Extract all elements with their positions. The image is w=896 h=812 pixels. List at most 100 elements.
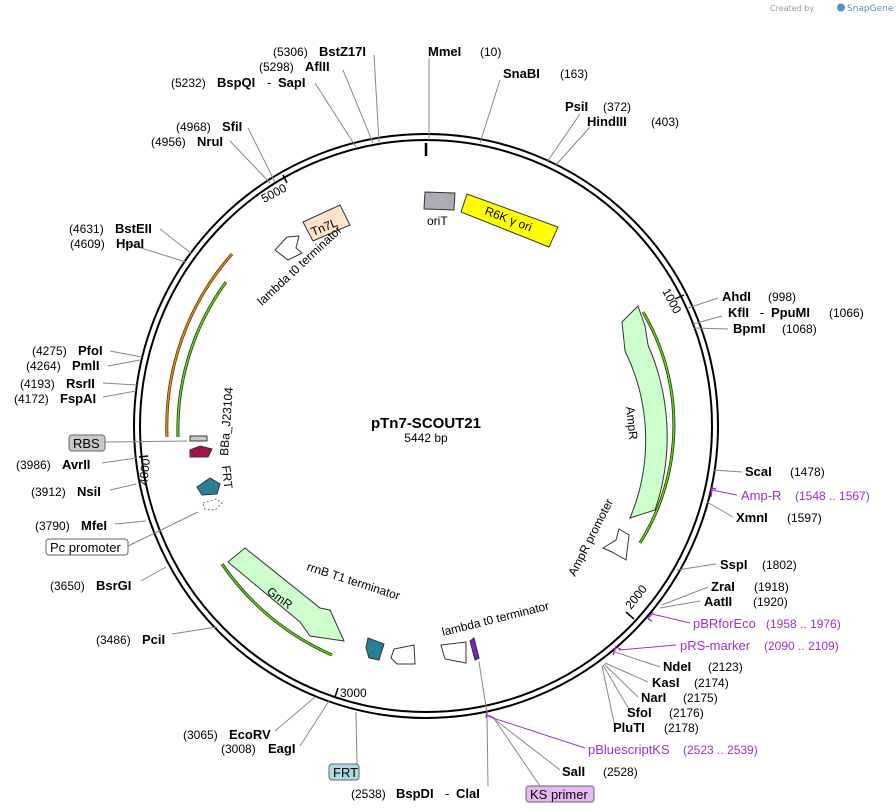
site-bspqi-sapi[interactable]: (5232) BspQI - SapI — [171, 75, 305, 90]
primer-prs-mark — [612, 645, 623, 656]
site-kasi[interactable]: KasI (2174) — [652, 675, 729, 690]
leader-primer-ampr — [711, 489, 738, 496]
leader-kasi — [604, 662, 649, 683]
site-ahdi[interactable]: AhdI (998) — [722, 289, 796, 304]
bluescript-feature-mark — [469, 637, 480, 661]
site-position: (1597) — [787, 511, 822, 525]
pc-promoter-shape — [202, 498, 223, 511]
site-separator: - — [445, 786, 449, 801]
bba-shape — [189, 435, 208, 442]
site-nsii[interactable]: (3912) NsiI — [31, 484, 101, 499]
feature-r6k-ori[interactable]: R6K γ ori — [460, 193, 559, 248]
site-pmli[interactable]: (4264) PmlI — [26, 358, 99, 373]
site-pcii[interactable]: (3486) PciI — [96, 632, 165, 647]
site-name: AatII — [704, 594, 732, 609]
box-pc-promoter[interactable]: Pc promoter — [45, 538, 129, 556]
site-name: PciI — [142, 632, 165, 647]
site-scai[interactable]: ScaI (1478) — [745, 464, 825, 479]
feature-frt-left[interactable]: FRT — [196, 465, 235, 496]
leader-rsrii — [102, 382, 138, 386]
feature-ampr-promoter[interactable]: AmpR promoter — [565, 497, 630, 579]
site-sfoi[interactable]: SfoI (2176) — [627, 705, 704, 720]
site-name: MmeI — [428, 44, 461, 59]
tick-1000-mark — [674, 294, 685, 300]
primer-pbluescriptks[interactable]: pBluescriptKS (2523 .. 2539) — [588, 742, 758, 757]
primer-ampr[interactable]: Amp-R (1548 .. 1567) — [741, 488, 870, 503]
ampr-promoter-label: AmpR promoter — [565, 497, 616, 579]
leader-pluti — [601, 665, 616, 728]
site-position: (2528) — [603, 765, 638, 779]
tick-4000-mark — [138, 455, 149, 458]
leader-ahdi — [687, 297, 719, 309]
site-mfei[interactable]: (3790) MfeI — [35, 518, 107, 533]
site-name: FspAI — [60, 391, 96, 406]
site-snabi[interactable]: SnaBI (163) — [503, 66, 588, 81]
site-eagi[interactable]: (3008) EagI — [221, 741, 295, 756]
site-pfoi[interactable]: (4275) PfoI — [32, 343, 103, 358]
tick-3000-mark — [334, 687, 339, 698]
site-name: RsrII — [66, 376, 95, 391]
site-name: AvrII — [62, 457, 90, 472]
leader-ks-primer — [492, 716, 541, 787]
site-sfii[interactable]: (4968) SfiI — [176, 119, 242, 134]
site-name: PmlI — [72, 358, 99, 373]
rrnb-label: rrnB T1 terminator — [305, 560, 402, 603]
site-pluti[interactable]: PluTI (2178) — [613, 720, 699, 735]
site-name: SnaBI — [503, 66, 540, 81]
site-sspi[interactable]: SspI (1802) — [720, 557, 797, 572]
site-bsteii[interactable]: (4631) BstEII — [69, 221, 152, 236]
site-xmni[interactable]: XmnI (1597) — [736, 510, 822, 525]
box-rbs[interactable]: RBS — [68, 434, 106, 452]
plasmid-length: 5442 bp — [404, 431, 448, 445]
feature-bba-j23104[interactable]: BBa_J23104 — [189, 386, 236, 456]
leader-pc-promoter — [127, 511, 199, 547]
feature-lambda-terminator-bottom[interactable]: lambda t0 terminator — [440, 599, 551, 664]
primer-range: (2523 .. 2539) — [683, 743, 758, 757]
site-position: (3065) — [183, 728, 218, 742]
site-nrui[interactable]: (4956) NruI — [151, 134, 223, 149]
site-ecorv[interactable]: (3065) EcoRV — [183, 727, 271, 742]
site-rsrii[interactable]: (4193) RsrII — [20, 376, 95, 391]
site-name-2: PpuMI — [771, 305, 810, 320]
site-name: AhdI — [722, 289, 751, 304]
site-fspai[interactable]: (4172) FspAI — [14, 391, 96, 406]
feature-orit[interactable]: oriT — [423, 191, 456, 228]
site-bspdi-clai[interactable]: (2538) BspDI - ClaI — [351, 786, 480, 801]
site-bstz17i[interactable]: (5306) BstZ17I — [273, 44, 366, 59]
box-frt-bottom[interactable]: FRT — [328, 763, 360, 781]
site-hindiii[interactable]: HindIII (403) — [587, 114, 679, 129]
site-aflii[interactable]: (5298) AflII — [259, 59, 330, 74]
ampr-label: AmpR — [623, 406, 640, 441]
site-avrii[interactable]: (3986) AvrII — [16, 457, 90, 472]
site-separator: - — [267, 75, 271, 90]
primer-prs-marker[interactable]: pRS-marker (2090 .. 2109) — [680, 638, 839, 653]
primer-pbrforeco[interactable]: pBRforEco (1958 .. 1976) — [693, 616, 841, 631]
site-aatii[interactable]: AatII (1920) — [704, 594, 788, 609]
tick-1000: 1000 — [659, 286, 684, 316]
site-zrai[interactable]: ZraI (1918) — [711, 579, 789, 594]
site-ndei[interactable]: NdeI (2123) — [663, 659, 743, 674]
site-name: NsiI — [77, 484, 101, 499]
site-nari[interactable]: NarI (2175) — [641, 690, 718, 705]
site-hpai[interactable]: (4609) HpaI — [70, 236, 144, 251]
site-sali[interactable]: SalI (2528) — [562, 764, 638, 779]
box-ks-primer[interactable]: KS primer — [525, 785, 595, 803]
site-name: SalI — [562, 764, 585, 779]
site-psii[interactable]: PsiI (372) — [565, 99, 631, 114]
primer-range: (1958 .. 1976) — [766, 617, 841, 631]
leader-pfoi — [109, 350, 143, 358]
feature-tn7l[interactable]: Tn7L — [302, 204, 351, 242]
site-position: (4264) — [26, 359, 61, 373]
site-bsrgi[interactable]: (3650) BsrGI — [50, 578, 131, 593]
site-name: HpaI — [116, 236, 144, 251]
site-kfli-ppumi[interactable]: KflI - PpuMI (1066) — [728, 305, 864, 320]
leader-kfli — [692, 315, 723, 325]
feature-ampr[interactable]: AmpR — [621, 305, 668, 519]
feature-lambda-terminator-top[interactable]: lambda t0 terminator — [254, 223, 344, 308]
site-mmei[interactable]: MmeI (10) — [428, 44, 501, 59]
site-bpmi[interactable]: BpmI (1068) — [733, 321, 817, 336]
site-name: BstEII — [115, 221, 152, 236]
site-name: HindIII — [587, 114, 627, 129]
leader-hpai — [124, 242, 187, 263]
